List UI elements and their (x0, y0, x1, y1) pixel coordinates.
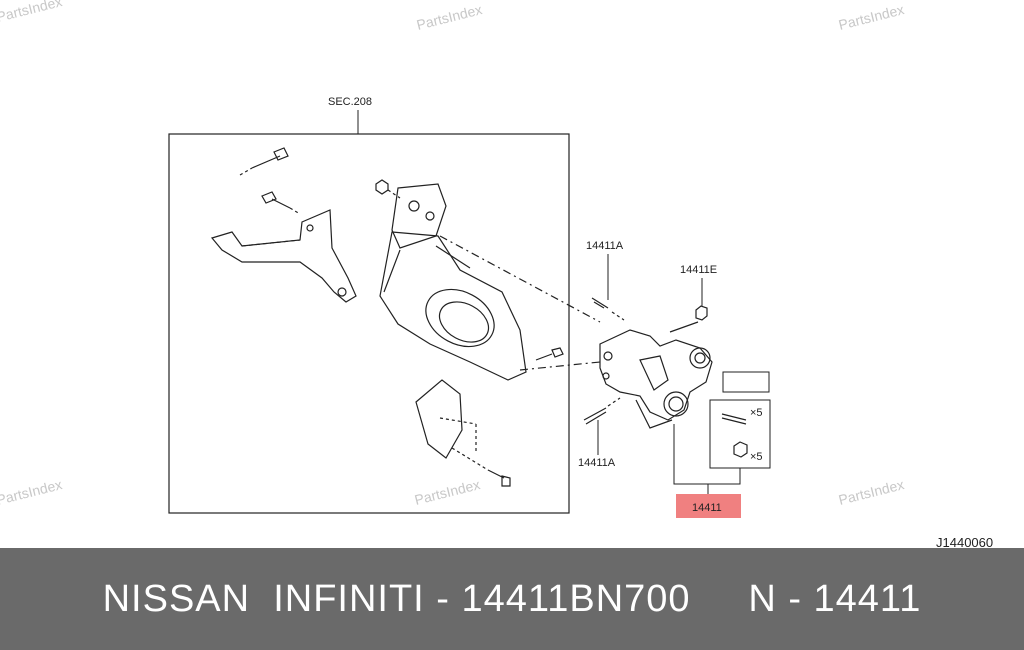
stud-qty: ×5 (750, 407, 763, 419)
kit-box: ×5 ×5 (709, 399, 771, 469)
part-number-title: NISSAN INFINITI - 14411BN700 N - 14411 (102, 577, 922, 620)
catalytic-converter-drawing (210, 147, 601, 487)
watermark: PartsIndex (0, 0, 64, 25)
parts-diagram: PartsIndex PartsIndex PartsIndex PartsIn… (0, 0, 994, 548)
nut-icon (733, 441, 748, 458)
part-14411a-label[interactable]: 14411A (586, 240, 624, 252)
nut-qty: ×5 (750, 451, 763, 463)
main-part-label[interactable]: 14411 (692, 502, 722, 514)
part-14411e-label[interactable]: 14411E (680, 264, 717, 276)
diagram-code: J1440060 (936, 535, 993, 548)
blank-callout-box (722, 371, 770, 393)
watermark: PartsIndex (413, 476, 482, 508)
watermark: PartsIndex (837, 1, 906, 33)
stud-icon (721, 413, 747, 425)
sec-208-label: SEC.208 (328, 96, 372, 108)
watermark: PartsIndex (0, 476, 64, 508)
main-part-leader (673, 424, 741, 494)
main-part-highlight (676, 494, 741, 518)
sec-208-box (168, 133, 570, 514)
watermark: PartsIndex (415, 1, 484, 33)
footer-bar: NISSAN INFINITI - 14411BN700 N - 14411 (0, 548, 1024, 650)
part-14411a-bottom-label[interactable]: 14411A (578, 457, 616, 469)
watermark: PartsIndex (837, 476, 906, 508)
turbocharger-drawing (583, 297, 713, 429)
